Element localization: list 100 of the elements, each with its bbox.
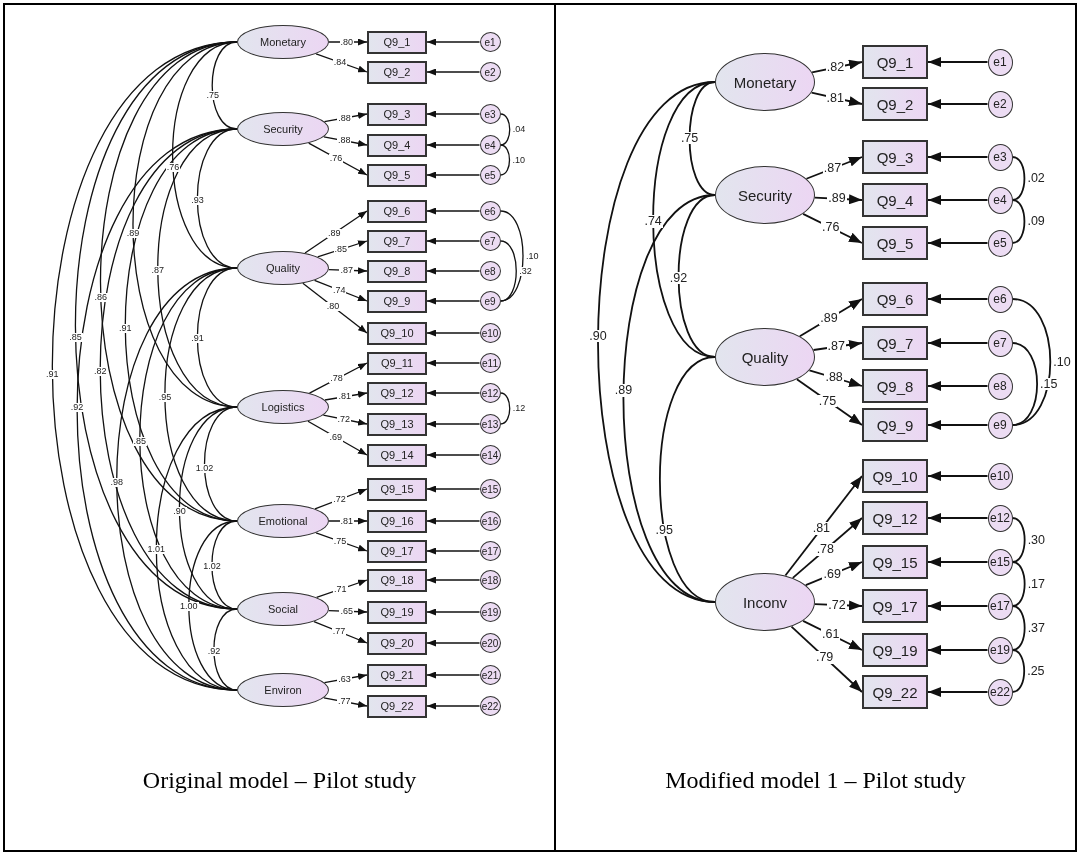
arrow xyxy=(927,601,989,611)
indicator-box: Q9_1 xyxy=(367,30,427,54)
covariance-curve xyxy=(597,81,716,603)
indicator-box: Q9_11 xyxy=(367,351,427,375)
arrow xyxy=(927,99,989,109)
indicator-box: Q9_6 xyxy=(862,282,928,316)
arrow xyxy=(426,517,481,525)
error-term-circle: e15 xyxy=(987,548,1013,576)
covariance-curve xyxy=(1011,605,1026,651)
error-term-circle: e6 xyxy=(479,201,501,221)
arrow xyxy=(426,608,481,616)
arrow xyxy=(790,625,863,693)
indicator-box: Q9_17 xyxy=(862,589,928,623)
arrow xyxy=(426,485,481,493)
error-term-circle: e9 xyxy=(479,291,501,311)
indicator-box: Q9_7 xyxy=(367,229,427,253)
arrow xyxy=(426,297,481,305)
indicator-box: Q9_13 xyxy=(367,412,427,436)
indicator-box: Q9_4 xyxy=(862,183,928,217)
covariance-curve xyxy=(1011,199,1026,244)
error-term-circle: e5 xyxy=(479,165,501,185)
latent-variable-ellipse: Security xyxy=(715,166,815,224)
arrow xyxy=(802,212,863,244)
indicator-box: Q9_1 xyxy=(862,45,928,79)
panel-caption: Modified model 1 – Pilot study xyxy=(665,767,966,794)
arrow xyxy=(426,68,481,76)
indicator-box: Q9_3 xyxy=(367,102,427,126)
arrow xyxy=(426,171,481,179)
error-term-circle: e1 xyxy=(479,32,501,52)
indicator-box: Q9_10 xyxy=(367,321,427,345)
indicator-box: Q9_19 xyxy=(862,633,928,667)
latent-variable-ellipse: Monetary xyxy=(715,53,815,111)
covariance-curve xyxy=(1011,298,1052,426)
error-term-circle: e11 xyxy=(479,353,501,373)
arrow xyxy=(927,381,989,391)
arrow xyxy=(927,645,989,655)
latent-variable-ellipse: Quality xyxy=(237,251,329,285)
indicator-box: Q9_8 xyxy=(862,369,928,403)
arrow xyxy=(802,619,863,651)
arrow xyxy=(323,697,368,709)
error-term-circle: e8 xyxy=(479,261,501,281)
covariance-curve xyxy=(1011,517,1026,563)
arrow xyxy=(313,620,368,644)
error-term-circle: e17 xyxy=(479,541,501,561)
latent-variable-ellipse: Monetary xyxy=(237,25,329,59)
covariance-curve xyxy=(499,240,517,302)
indicator-box: Q9_8 xyxy=(367,259,427,283)
arrow xyxy=(314,488,368,510)
indicator-box: Q9_9 xyxy=(862,408,928,442)
latent-variable-ellipse: Environ xyxy=(237,673,329,707)
arrow xyxy=(426,576,481,584)
error-term-circle: e8 xyxy=(987,372,1013,400)
arrow xyxy=(426,329,481,337)
covariance-curve xyxy=(659,356,716,603)
arrow xyxy=(315,532,368,552)
arrow xyxy=(426,359,481,367)
error-term-circle: e3 xyxy=(479,104,501,124)
error-term-circle: e10 xyxy=(987,462,1013,490)
indicator-box: Q9_19 xyxy=(367,600,427,624)
error-term-circle: e2 xyxy=(479,62,501,82)
error-term-circle: e12 xyxy=(479,383,501,403)
arrow xyxy=(426,702,481,710)
arrow xyxy=(927,238,989,248)
arrow xyxy=(426,639,481,647)
covariance-curve xyxy=(1011,649,1026,693)
arrow xyxy=(927,294,989,304)
indicator-box: Q9_3 xyxy=(862,140,928,174)
error-term-circle: e21 xyxy=(479,665,501,685)
arrow xyxy=(927,513,989,523)
panel-caption: Original model – Pilot study xyxy=(142,767,417,794)
arrow xyxy=(313,279,368,302)
arrow xyxy=(308,362,368,394)
arrow xyxy=(308,142,368,176)
indicator-box: Q9_15 xyxy=(367,477,427,501)
covariance-curve xyxy=(499,210,524,302)
indicator-box: Q9_18 xyxy=(367,568,427,592)
error-term-circle: e19 xyxy=(479,602,501,622)
covariance-curve xyxy=(499,113,511,146)
error-term-circle: e19 xyxy=(987,636,1013,664)
arrow xyxy=(927,420,989,430)
indicator-box: Q9_21 xyxy=(367,663,427,687)
latent-variable-ellipse: Inconv xyxy=(715,573,815,631)
arrow xyxy=(927,57,989,67)
covariance-curve xyxy=(622,194,716,603)
covariance-curve xyxy=(1011,156,1026,201)
arrow xyxy=(927,557,989,567)
indicator-box: Q9_14 xyxy=(367,443,427,467)
arrow xyxy=(426,207,481,215)
error-term-circle: e7 xyxy=(479,231,501,251)
indicator-box: Q9_5 xyxy=(862,226,928,260)
error-term-circle: e22 xyxy=(987,678,1013,706)
arrow xyxy=(426,38,481,46)
indicator-box: Q9_2 xyxy=(862,87,928,121)
indicator-box: Q9_12 xyxy=(367,381,427,405)
covariance-curve xyxy=(1011,561,1026,607)
error-term-circle: e7 xyxy=(987,329,1013,357)
error-term-circle: e2 xyxy=(987,90,1013,118)
indicator-box: Q9_6 xyxy=(367,199,427,223)
latent-variable-ellipse: Quality xyxy=(715,328,815,386)
arrow xyxy=(927,338,989,348)
